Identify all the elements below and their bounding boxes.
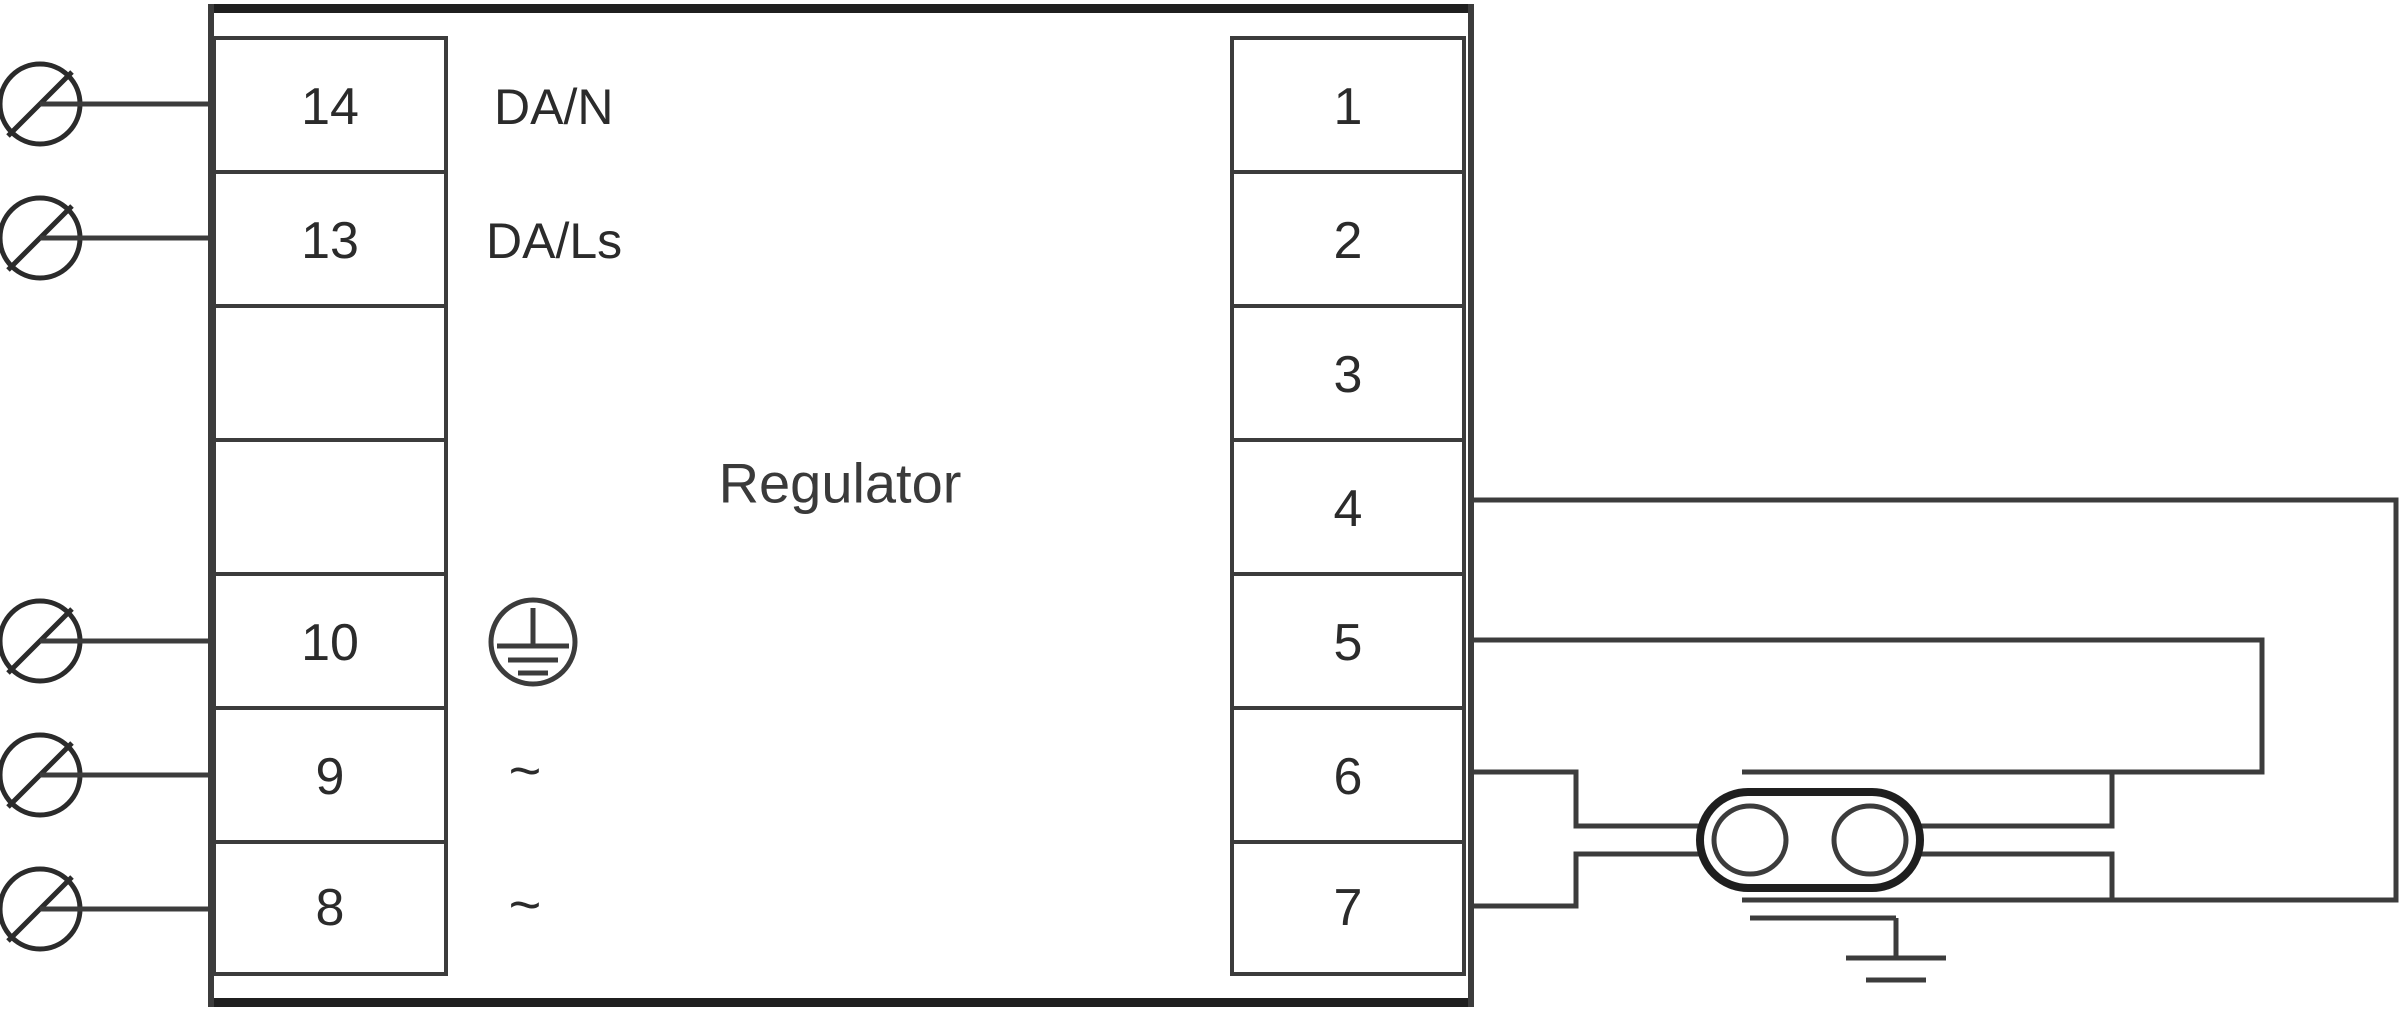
screw-terminal-icon-10[interactable] xyxy=(0,598,214,684)
left-terminal-strip: 14 13 10 9 xyxy=(212,36,448,976)
signal-label-da-n: DA/N xyxy=(494,79,613,135)
right-terminal-3-cell[interactable] xyxy=(1230,304,1466,442)
left-terminal-10-cell[interactable] xyxy=(212,572,448,710)
right-terminal-5-cell[interactable] xyxy=(1230,572,1466,710)
right-terminal-2[interactable]: 2 xyxy=(1230,170,1466,308)
left-terminal-blank-1-cell[interactable] xyxy=(212,304,448,442)
left-terminal-blank-2-cell[interactable] xyxy=(212,438,448,576)
conductor-loop-left xyxy=(1711,803,1789,877)
right-terminal-3-number: 3 xyxy=(1334,346,1363,404)
right-terminal-4[interactable]: 4 xyxy=(1230,438,1466,576)
right-terminal-6[interactable]: 6 xyxy=(1230,706,1466,844)
external-wiring-right xyxy=(1474,497,2399,909)
left-terminal-9-number: 9 xyxy=(316,748,345,806)
right-terminal-1-cell[interactable] xyxy=(1230,36,1466,174)
right-terminal-4-cell[interactable] xyxy=(1230,438,1466,576)
screw-terminal-icon-8[interactable] xyxy=(0,866,214,952)
left-terminal-10[interactable]: 10 xyxy=(212,572,448,710)
shielded-cable-body xyxy=(1696,788,1924,892)
left-terminal-10-number: 10 xyxy=(301,614,359,672)
right-terminal-5[interactable]: 5 xyxy=(1230,572,1466,710)
wire-terminal-5-loop xyxy=(1474,637,2265,775)
regulator-left-wall xyxy=(208,4,214,1007)
right-terminal-3[interactable]: 3 xyxy=(1230,304,1466,442)
wire-sensor-exit-lower xyxy=(1908,851,2115,900)
right-terminal-4-number: 4 xyxy=(1334,480,1363,538)
regulator-body xyxy=(208,4,1474,1007)
wire-sensor-exit-upper xyxy=(1908,772,2115,829)
shielded-cable-icon xyxy=(1696,788,1924,892)
right-terminal-7[interactable]: 7 xyxy=(1230,840,1466,976)
left-terminal-8-number: 8 xyxy=(316,879,345,937)
right-terminal-7-cell[interactable] xyxy=(1230,840,1466,976)
wire-terminal-7-step xyxy=(1474,851,1710,909)
right-terminal-2-number: 2 xyxy=(1334,212,1363,270)
right-terminal-strip: 1 2 3 4 5 xyxy=(1230,36,1466,976)
regulator-top-rail xyxy=(208,4,1474,13)
shield-ground-icon xyxy=(1750,915,1946,983)
screw-terminal-icon-13[interactable] xyxy=(0,195,214,281)
right-terminal-6-number: 6 xyxy=(1334,748,1363,806)
wire-terminal-4-outer-loop xyxy=(1474,497,2399,903)
left-terminal-14-cell[interactable] xyxy=(212,36,448,174)
signal-label-ac-1: ~ xyxy=(509,739,542,802)
screw-terminal-icon-14[interactable] xyxy=(0,61,214,147)
conductor-loop-right xyxy=(1831,803,1909,877)
left-terminal-14[interactable]: 14 xyxy=(212,36,448,174)
right-terminal-1-number: 1 xyxy=(1334,78,1363,136)
screw-terminal-icon-9[interactable] xyxy=(0,732,214,818)
page-title: Regulator xyxy=(719,452,962,515)
left-terminal-8[interactable]: 8 xyxy=(212,840,448,976)
left-terminal-14-number: 14 xyxy=(301,78,359,136)
external-screw-terminals-left xyxy=(0,61,214,952)
left-terminal-9-cell[interactable] xyxy=(212,706,448,844)
protective-earth-icon xyxy=(488,597,578,687)
regulator-bottom-rail xyxy=(208,998,1474,1007)
wire-terminal-6-step xyxy=(1474,769,1710,829)
left-terminal-13-number: 13 xyxy=(301,212,359,270)
signal-label-da-ls: DA/Ls xyxy=(486,213,622,269)
left-terminal-13[interactable]: 13 xyxy=(212,170,448,308)
left-terminal-blank-2[interactable] xyxy=(212,438,448,576)
right-terminal-2-cell[interactable] xyxy=(1230,170,1466,308)
right-terminal-1[interactable]: 1 xyxy=(1230,36,1466,174)
right-terminal-6-cell[interactable] xyxy=(1230,706,1466,844)
regulator-right-wall xyxy=(1468,4,1474,1007)
right-terminal-7-number: 7 xyxy=(1334,879,1363,937)
signal-label-ac-2: ~ xyxy=(509,873,542,936)
right-terminal-5-number: 5 xyxy=(1334,614,1363,672)
left-terminal-blank-1[interactable] xyxy=(212,304,448,442)
left-terminal-9[interactable]: 9 xyxy=(212,706,448,844)
